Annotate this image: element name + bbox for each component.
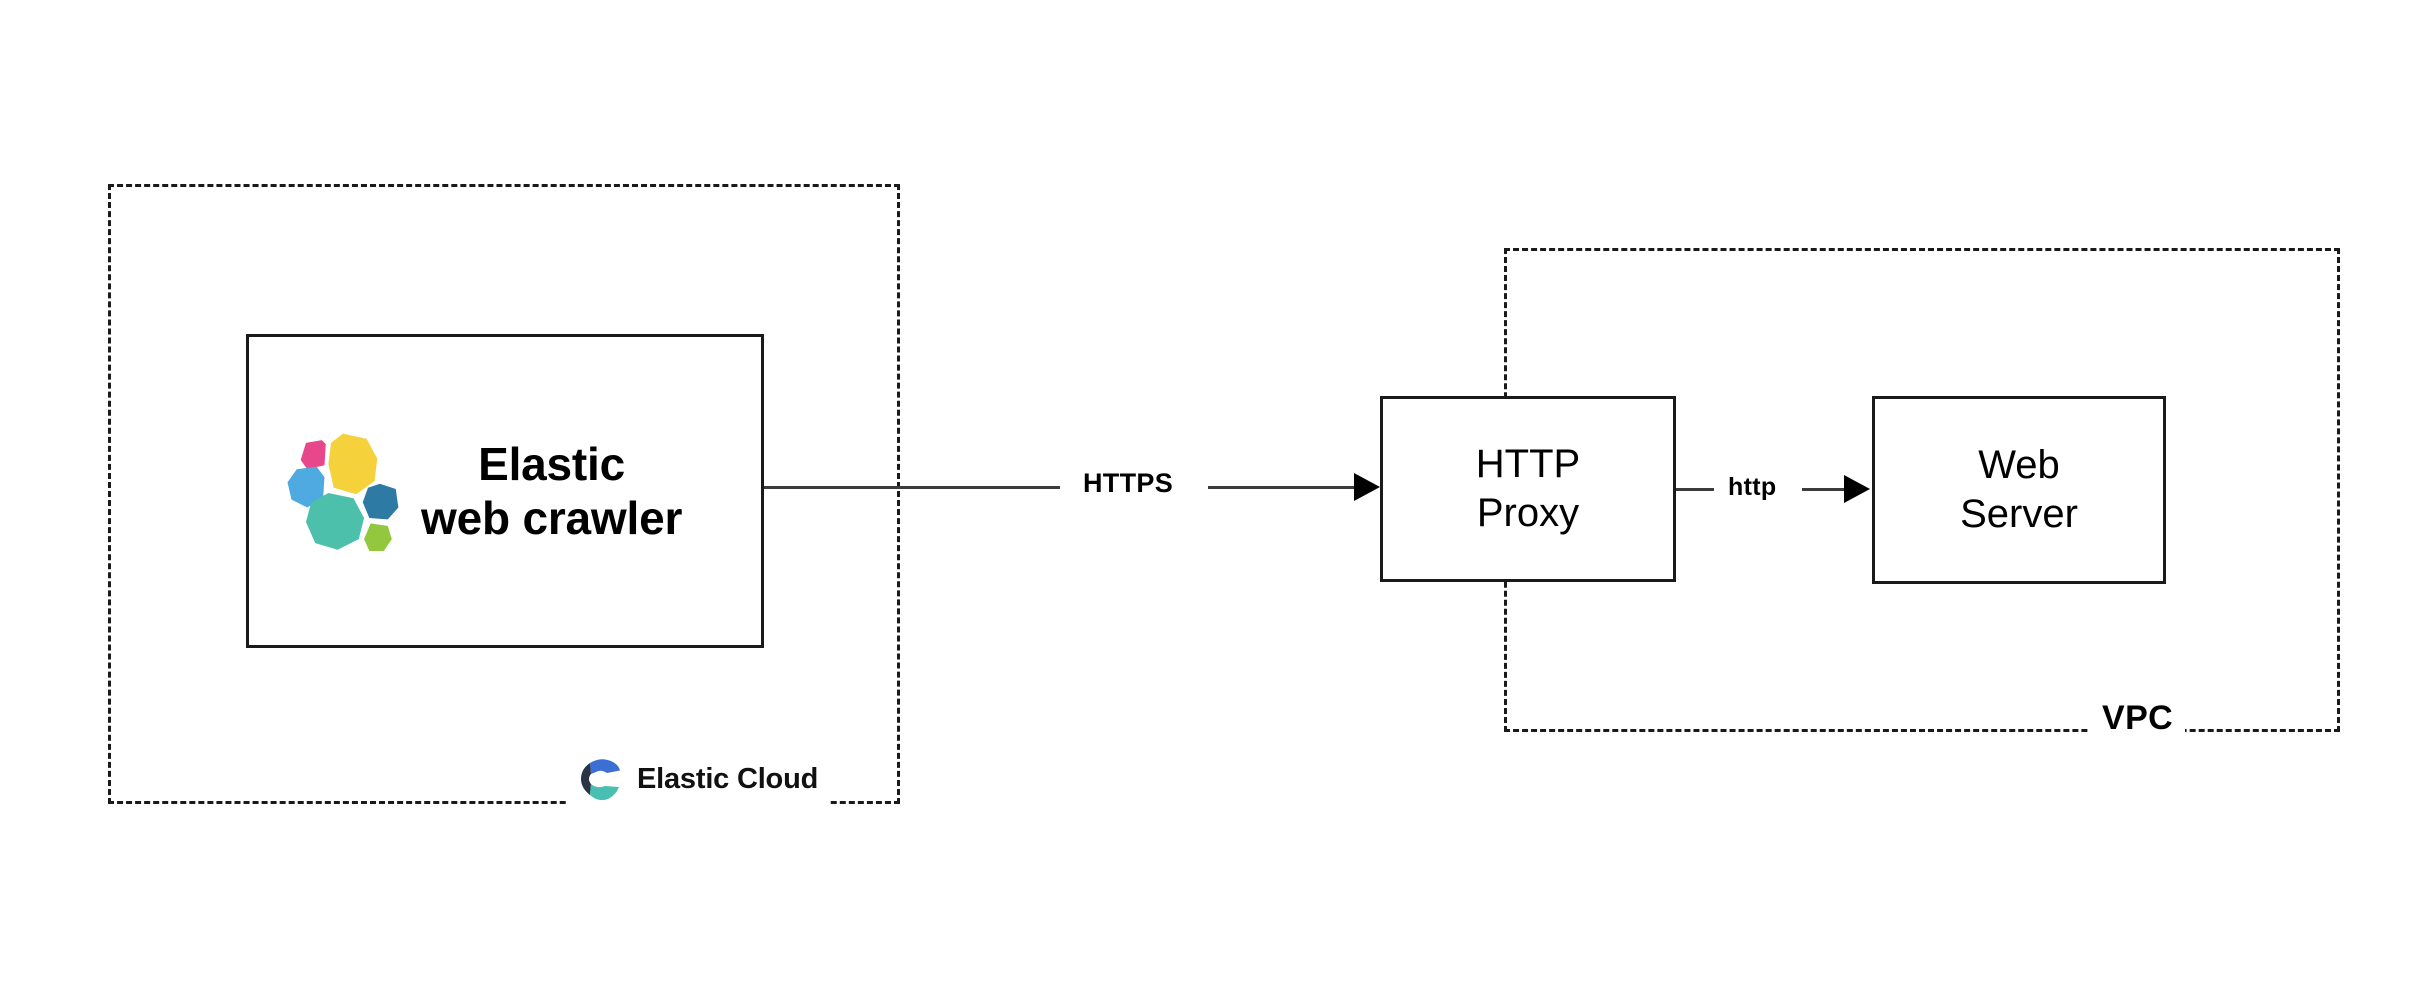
zone-label-elastic-cloud: Elastic Cloud (566, 754, 829, 804)
zone-label-elastic-cloud-text: Elastic Cloud (637, 762, 819, 795)
edge-crawler-to-https-line (762, 486, 1060, 489)
node-http-proxy-label: HTTP Proxy (1476, 440, 1580, 538)
node-web-server[interactable]: Web Server (1872, 396, 2166, 584)
node-http-proxy-label-line1: HTTP (1475, 442, 1581, 487)
edge-label-http: http (1724, 473, 1781, 502)
arrowhead-https-icon (1354, 473, 1380, 501)
edge-label-https: HTTPS (1079, 468, 1178, 499)
zone-elastic-cloud (108, 184, 900, 804)
node-web-crawler-label-line2: web crawler (421, 492, 683, 544)
node-http-proxy-label-line2: Proxy (1476, 491, 1580, 535)
edge-http-to-server-line (1802, 488, 1850, 491)
elastic-cloud-logo-icon (581, 759, 620, 801)
elastic-bloom-icon (287, 433, 399, 552)
zone-label-vpc: VPC (2090, 699, 2186, 738)
node-web-server-label-line2: Server (1960, 492, 2078, 536)
node-http-proxy[interactable]: HTTP Proxy (1380, 396, 1676, 582)
node-web-crawler[interactable]: Elastic web crawler (246, 334, 764, 648)
node-web-crawler-label-line1: Elastic (478, 437, 626, 490)
node-web-crawler-label: Elastic web crawler (421, 437, 682, 546)
node-web-server-label: Web Server (1960, 441, 2078, 539)
node-web-server-label-line1: Web (1978, 443, 2060, 488)
edge-https-to-proxy-line (1208, 486, 1358, 489)
arrowhead-http-icon (1844, 475, 1870, 503)
edge-proxy-to-http-line (1676, 488, 1714, 491)
